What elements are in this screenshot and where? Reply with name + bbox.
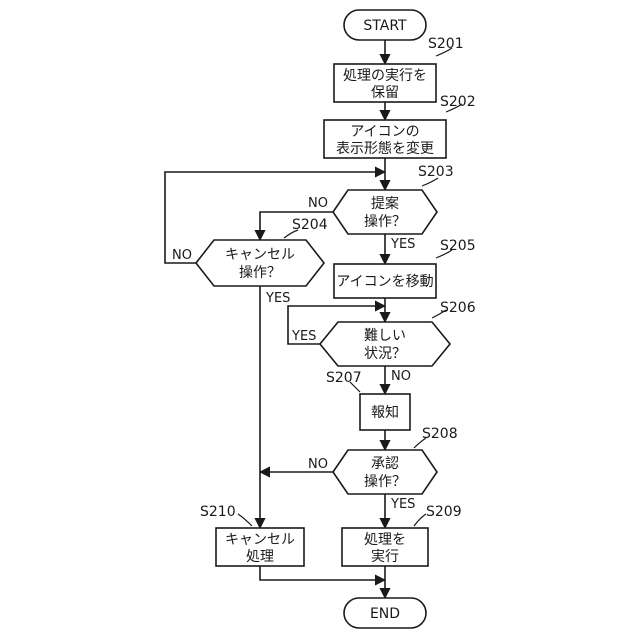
s206-line-1: 難しい	[364, 328, 406, 344]
s209-step-id: S209	[426, 504, 462, 520]
s201-line-1: 処理の実行を	[343, 68, 427, 84]
s203-step-id: S203	[418, 164, 454, 180]
s204-line-1: キャンセル	[225, 247, 295, 263]
arrow-s210-to-join	[260, 566, 385, 580]
s210-line-1: キャンセル	[225, 532, 295, 548]
end-terminal: END	[344, 598, 426, 628]
s202-line-1: アイコンの	[350, 124, 419, 140]
s205-step-id: S205	[440, 238, 476, 254]
s208-line-1: 承認	[371, 456, 399, 472]
s203-no-label: NO	[308, 196, 328, 211]
s208-yes-label: YES	[390, 497, 415, 512]
s206-line-2: 状況？	[364, 346, 406, 362]
s206-no-label: NO	[391, 369, 411, 384]
s208-step-id: S208	[422, 426, 458, 442]
process-s202: アイコンの 表示形態を変更	[324, 120, 446, 158]
start-label: START	[363, 18, 407, 34]
s209-line-1: 処理を	[364, 532, 406, 548]
s210-leader	[238, 514, 252, 526]
s209-line-2: 実行	[371, 549, 399, 565]
process-s209: 処理を 実行	[342, 528, 428, 566]
decision-s204: キャンセル 操作？	[196, 240, 324, 286]
s201-line-2: 保留	[371, 85, 399, 101]
s201-step-id: S201	[428, 36, 464, 52]
s204-line-2: 操作？	[239, 265, 281, 281]
s208-line-2: 操作？	[364, 474, 406, 490]
s203-line-1: 提案	[371, 195, 399, 212]
s202-line-2: 表示形態を変更	[336, 140, 434, 157]
process-s207: 報知	[360, 394, 410, 430]
s206-step-id: S206	[440, 300, 476, 316]
decision-s208: 承認 操作？	[333, 450, 437, 494]
s202-step-id: S202	[440, 94, 476, 110]
s208-no-label: NO	[308, 457, 328, 472]
decision-s206: 難しい 状況？	[320, 322, 450, 366]
s207-line-1: 報知	[371, 404, 399, 421]
s204-no-label: NO	[172, 248, 192, 263]
s210-line-2: 処理	[246, 549, 274, 565]
s210-step-id: S210	[200, 504, 236, 520]
s204-yes-label: YES	[265, 291, 290, 306]
s205-line-1: アイコンを移動	[336, 274, 433, 290]
s207-step-id: S207	[326, 370, 362, 386]
end-label: END	[370, 606, 400, 622]
process-s201: 処理の実行を 保留	[334, 64, 436, 102]
process-s210: キャンセル 処理	[216, 528, 304, 566]
s204-step-id: S204	[292, 217, 328, 233]
s203-yes-label: YES	[390, 237, 415, 252]
s209-leader	[414, 514, 426, 526]
s206-yes-label: YES	[291, 329, 316, 344]
process-s205: アイコンを移動	[334, 264, 436, 298]
s203-line-2: 操作？	[364, 214, 406, 230]
decision-s203: 提案 操作？	[333, 190, 437, 234]
start-terminal: START	[344, 10, 426, 40]
